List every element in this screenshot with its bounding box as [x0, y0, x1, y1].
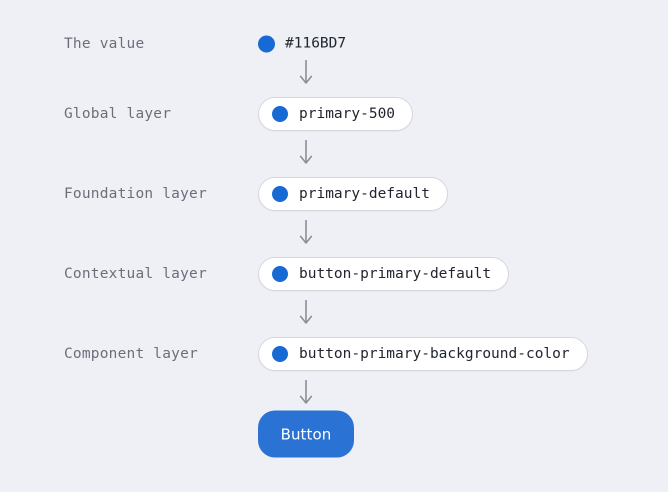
arrow-down-icon-1	[296, 58, 316, 88]
node-the-value: #116BD7	[258, 35, 347, 53]
diagram-row-foundation-layer: Foundation layer primary-default	[0, 172, 668, 216]
token-chip-label: primary-default	[299, 185, 430, 202]
color-swatch-dot-icon	[272, 346, 288, 362]
color-swatch-dot-icon	[272, 106, 288, 122]
token-chip-button-primary-default[interactable]: button-primary-default	[258, 257, 510, 291]
primary-button[interactable]: Button	[258, 410, 354, 458]
diagram-row-rendered-button: Button	[0, 410, 668, 458]
row-label-the-value: The value	[64, 36, 145, 52]
value-text: #116BD7	[285, 35, 347, 52]
arrow-down-icon-4	[296, 298, 316, 328]
arrow-down-icon-5	[296, 378, 316, 408]
row-label-component-layer: Component layer	[64, 346, 198, 362]
node-foundation-layer[interactable]: primary-default	[258, 177, 448, 211]
diagram-row-component-layer: Component layer button-primary-backgroun…	[0, 332, 668, 376]
token-chip-label: button-primary-background-color	[299, 345, 570, 362]
token-chip-button-primary-background-color[interactable]: button-primary-background-color	[258, 337, 588, 371]
row-label-global-layer: Global layer	[64, 106, 172, 122]
node-contextual-layer[interactable]: button-primary-default	[258, 257, 510, 291]
node-global-layer[interactable]: primary-500	[258, 97, 414, 131]
node-component-layer[interactable]: button-primary-background-color	[258, 337, 588, 371]
token-chip-primary-500[interactable]: primary-500	[258, 97, 414, 131]
token-chip-label: button-primary-default	[299, 265, 492, 282]
color-swatch-dot-icon	[258, 35, 275, 53]
diagram-row-the-value: The value #116BD7	[0, 22, 668, 66]
node-rendered-button[interactable]: Button	[258, 410, 354, 458]
arrow-down-icon-3	[296, 218, 316, 248]
diagram-row-global-layer: Global layer primary-500	[0, 92, 668, 136]
diagram-row-contextual-layer: Contextual layer button-primary-default	[0, 252, 668, 296]
arrow-down-icon-2	[296, 138, 316, 168]
token-chip-primary-default[interactable]: primary-default	[258, 177, 448, 211]
row-label-foundation-layer: Foundation layer	[64, 186, 207, 202]
color-swatch-dot-icon	[272, 266, 288, 282]
token-chip-label: primary-500	[299, 105, 396, 122]
value-node: #116BD7	[258, 35, 347, 53]
row-label-contextual-layer: Contextual layer	[64, 266, 207, 282]
color-swatch-dot-icon	[272, 186, 288, 202]
